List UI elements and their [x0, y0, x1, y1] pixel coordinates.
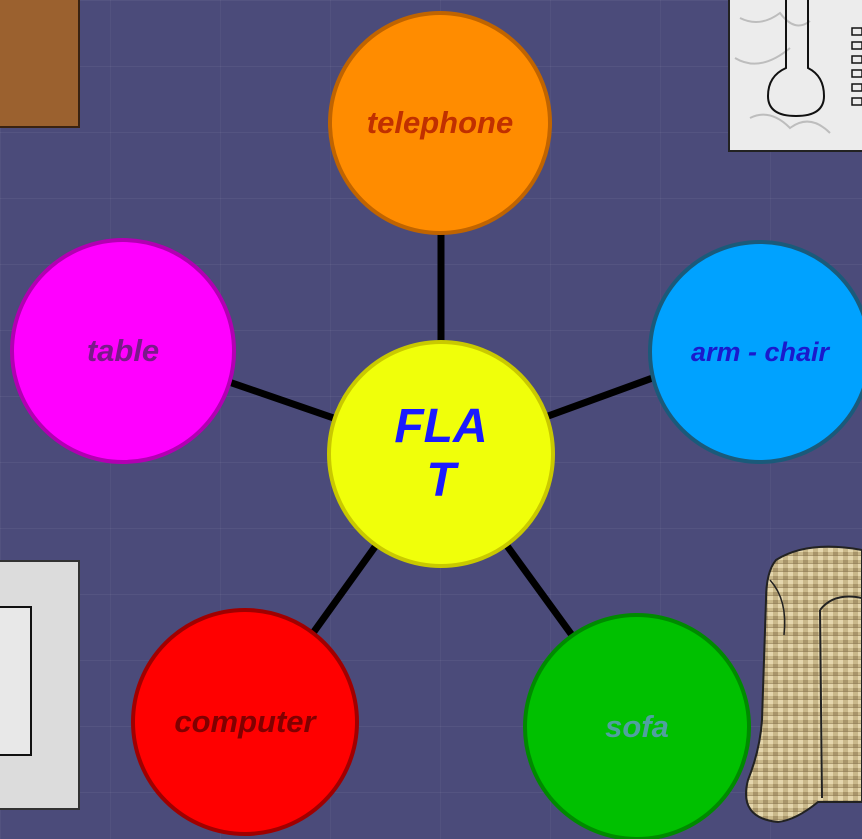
center-label-line1: FLA — [394, 400, 488, 453]
node-computer: computer — [131, 608, 359, 836]
node-sofa-label: sofa — [605, 709, 669, 744]
node-table: table — [10, 238, 236, 464]
center-label-line2: T — [426, 454, 456, 507]
thermometer-image — [728, 0, 862, 152]
node-table-label: table — [86, 333, 160, 368]
node-arm-chair-label: arm - chair — [690, 336, 830, 367]
node-telephone: telephone — [328, 11, 552, 235]
node-sofa: sofa — [523, 613, 751, 839]
node-computer-label: computer — [174, 704, 316, 739]
node-telephone-label: telephone — [366, 105, 514, 140]
white-frame-image — [0, 560, 80, 810]
center-node-flat: FLA T — [327, 340, 555, 568]
textured-sofa-image — [738, 540, 862, 839]
node-arm-chair: arm - chair — [648, 240, 862, 464]
brown-box-image — [0, 0, 80, 128]
